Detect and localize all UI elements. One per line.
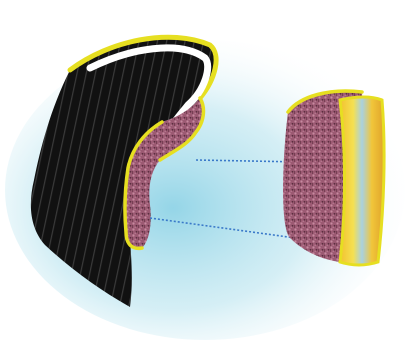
section-cut-face xyxy=(340,97,384,265)
